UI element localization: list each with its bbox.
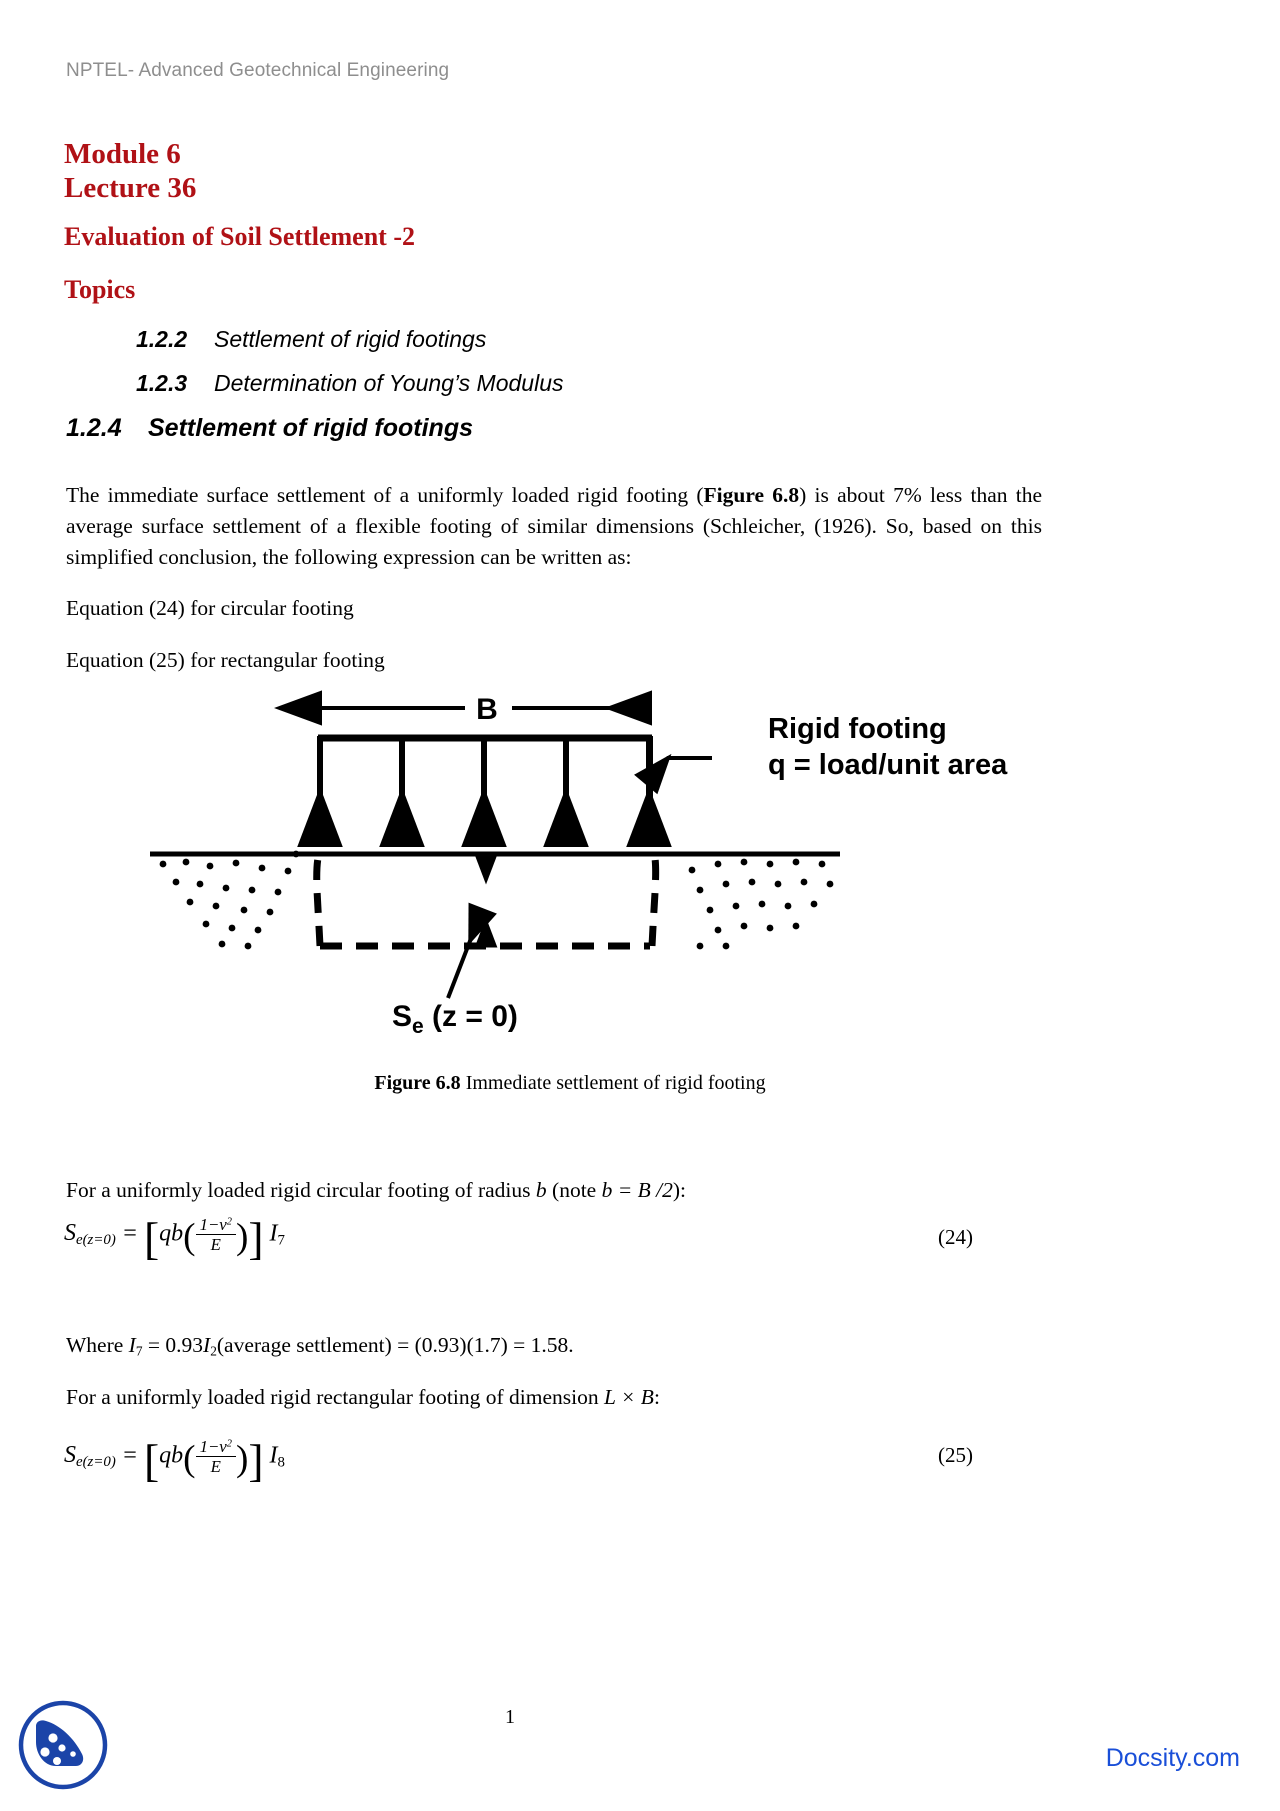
eq25-equals: = (121, 1442, 138, 1469)
topic-label: Settlement of rigid footings (214, 326, 487, 352)
eq25-num-exponent: 2 (226, 1438, 232, 1450)
circular-footing-intro: For a uniformly loaded rigid circular fo… (66, 1175, 1042, 1206)
rect-text-c: : (653, 1385, 660, 1409)
section-number: 1.2.4 (66, 414, 122, 442)
eq24-denominator: E (210, 1235, 221, 1255)
eq25-q: q (159, 1442, 172, 1469)
eq25-index-sub: 8 (277, 1454, 285, 1471)
eq24-numerator: 1−v (199, 1215, 227, 1234)
page-header-course: NPTEL- Advanced Geotechnical Engineering (66, 60, 450, 81)
equation-24-number: (24) (938, 1225, 973, 1249)
figure-label-settlement: Se (z = 0) (392, 1000, 518, 1038)
eq24-lhs-var: S (64, 1220, 76, 1247)
text-e: ): (672, 1178, 686, 1202)
paragraph-text-b: ) is about 7% less than the average surf… (66, 483, 1042, 569)
figure-width-label-B: B (476, 693, 498, 726)
text-c: (note (546, 1178, 602, 1202)
figure-reference: Figure 6.8 (703, 483, 800, 507)
section-label: Settlement of rigid footings (148, 414, 473, 442)
rectangular-footing-intro: For a uniformly loaded rigid rectangular… (66, 1382, 1042, 1413)
eq25-index: I (269, 1442, 278, 1469)
paragraph-text-a: The immediate surface settlement of a un… (66, 483, 704, 507)
subject-heading: Evaluation of Soil Settlement -2 (64, 222, 415, 251)
lecture-heading: Lecture 36 (64, 172, 197, 204)
note-b-equals: b = B /2 (601, 1178, 673, 1202)
where-text-a: Where (66, 1333, 129, 1357)
topic-item: 1.2.3 Determination of Young’s Modulus (136, 370, 563, 397)
eq25-b: b (171, 1442, 184, 1469)
rect-text-a: For a uniformly loaded rigid rectangular… (66, 1385, 604, 1409)
eq24-num-exponent: 2 (226, 1216, 232, 1228)
section-heading: 1.2.4 Settlement of rigid footings (66, 414, 473, 443)
topics-heading: Topics (64, 275, 136, 304)
eq24-index-sub: 7 (277, 1232, 285, 1249)
figure-label-rigid-footing: Rigid footing (768, 713, 947, 745)
figure-caption: Figure 6.8 Immediate settlement of rigid… (0, 1072, 1140, 1095)
topic-number: 1.2.2 (136, 326, 188, 352)
eq24-q: q (159, 1220, 172, 1247)
eq24-lhs-sub: e(z=0) (76, 1232, 116, 1249)
eq24-equals: = (121, 1220, 138, 1247)
rect-dimension: L × B (603, 1385, 654, 1409)
eq25-lhs-sub: e(z=0) (76, 1454, 116, 1471)
equation-25-number: (25) (938, 1443, 973, 1467)
topic-item: 1.2.2 Settlement of rigid footings (136, 326, 486, 353)
figure-caption-text: Immediate settlement of rigid footing (465, 1072, 766, 1094)
docsity-brand-text[interactable]: Docsity.com (1105, 1744, 1240, 1772)
page-number: 1 (505, 1706, 515, 1728)
equation-24-description: Equation (24) for circular footing (66, 596, 354, 620)
var-b: b (535, 1178, 547, 1202)
module-heading: Module 6 (64, 138, 181, 170)
eq25-lhs-var: S (64, 1442, 76, 1469)
equation-25-description: Equation (25) for rectangular footing (66, 648, 385, 672)
figure-caption-number: Figure 6.8 (374, 1072, 461, 1094)
topic-number: 1.2.3 (136, 370, 188, 396)
eq25-denominator: E (210, 1457, 221, 1477)
figure-rigid-footing-settlement: B (0, 678, 1080, 1058)
docsity-logo-icon (16, 1698, 110, 1792)
eq24-b: b (171, 1220, 184, 1247)
eq24-index: I (269, 1220, 278, 1247)
text-a: For a uniformly loaded rigid circular fo… (66, 1178, 536, 1202)
intro-paragraph: The immediate surface settlement of a un… (66, 480, 1042, 573)
eq25-numerator: 1−v (199, 1437, 227, 1456)
figure-label-load-per-unit-area: q = load/unit area (768, 749, 1008, 781)
where-text-c: (average settlement) = (0.93)(1.7) = 1.5… (216, 1333, 574, 1357)
topic-label: Determination of Young’s Modulus (214, 370, 564, 396)
where-line: Where I7 = 0.93I2(average settlement) = … (66, 1333, 574, 1359)
where-text-b: = 0.93 (142, 1333, 204, 1357)
